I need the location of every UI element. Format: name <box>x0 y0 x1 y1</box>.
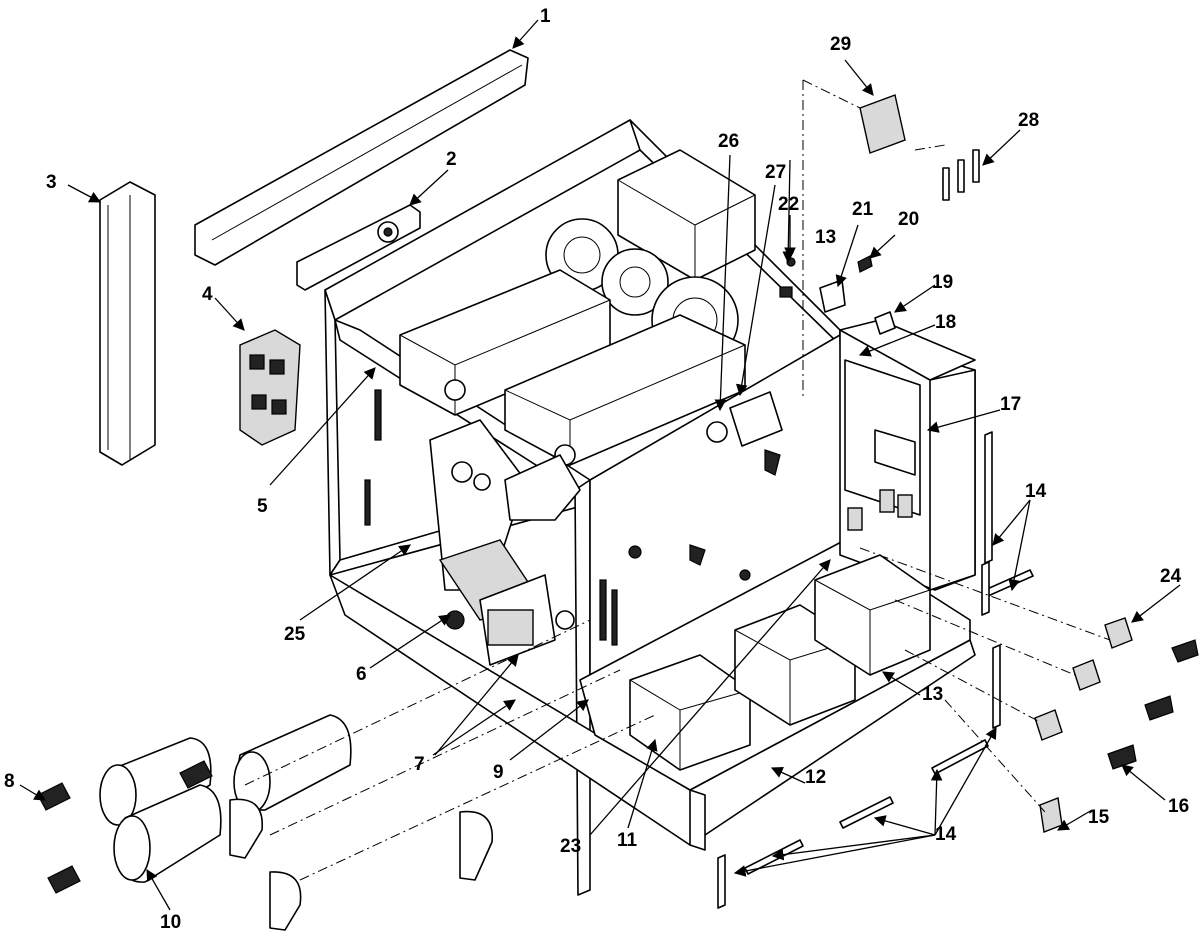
callout-17: 17 <box>1000 394 1021 415</box>
part-3-side-trim <box>99 181 156 466</box>
callout-16: 16 <box>1168 796 1189 817</box>
capacitor-group <box>37 714 352 894</box>
connector-parts <box>1034 617 1199 833</box>
callout-3: 3 <box>46 172 57 193</box>
small-hardware <box>706 255 896 447</box>
callout-27: 27 <box>765 162 786 183</box>
callout-13-top: 13 <box>815 227 836 248</box>
callout-2: 2 <box>446 149 457 170</box>
callout-12: 12 <box>805 767 826 788</box>
callout-9: 9 <box>493 762 504 783</box>
leader-lines <box>19 19 1181 911</box>
callout-23: 23 <box>560 836 581 857</box>
callout-22: 22 <box>778 194 799 215</box>
capacitor-clamps <box>229 798 493 931</box>
callout-11: 11 <box>617 830 638 851</box>
part-4-switch-block <box>239 329 301 446</box>
control-boards <box>844 359 921 531</box>
fuse-block <box>859 94 980 201</box>
callout-14-right: 14 <box>1025 481 1047 502</box>
callout-18: 18 <box>935 312 956 333</box>
callout-8: 8 <box>4 771 15 792</box>
callout-28: 28 <box>1018 110 1039 131</box>
part-1-top-trim <box>194 49 529 266</box>
callout-19: 19 <box>932 272 953 293</box>
top-motor-assembly <box>399 149 756 466</box>
callout-29: 29 <box>830 34 851 55</box>
callout-25: 25 <box>284 624 306 645</box>
callout-7: 7 <box>414 754 425 775</box>
callout-4: 4 <box>202 284 213 305</box>
callout-26: 26 <box>718 131 739 152</box>
callout-6: 6 <box>356 664 367 685</box>
callout-labels: 1 2 3 4 5 6 7 8 9 10 11 12 13 13 14 14 1… <box>4 6 1189 932</box>
callout-21: 21 <box>852 199 874 220</box>
callout-15: 15 <box>1088 807 1110 828</box>
callout-24: 24 <box>1160 566 1182 587</box>
waveguide-assembly <box>429 419 581 666</box>
callout-5: 5 <box>257 496 268 517</box>
callout-13-bottom: 13 <box>922 684 943 705</box>
callout-20: 20 <box>898 209 919 230</box>
assembly-lines <box>244 79 1111 881</box>
callout-14-bottom: 14 <box>935 824 957 845</box>
callout-10: 10 <box>160 912 181 932</box>
callout-1: 1 <box>540 6 551 27</box>
